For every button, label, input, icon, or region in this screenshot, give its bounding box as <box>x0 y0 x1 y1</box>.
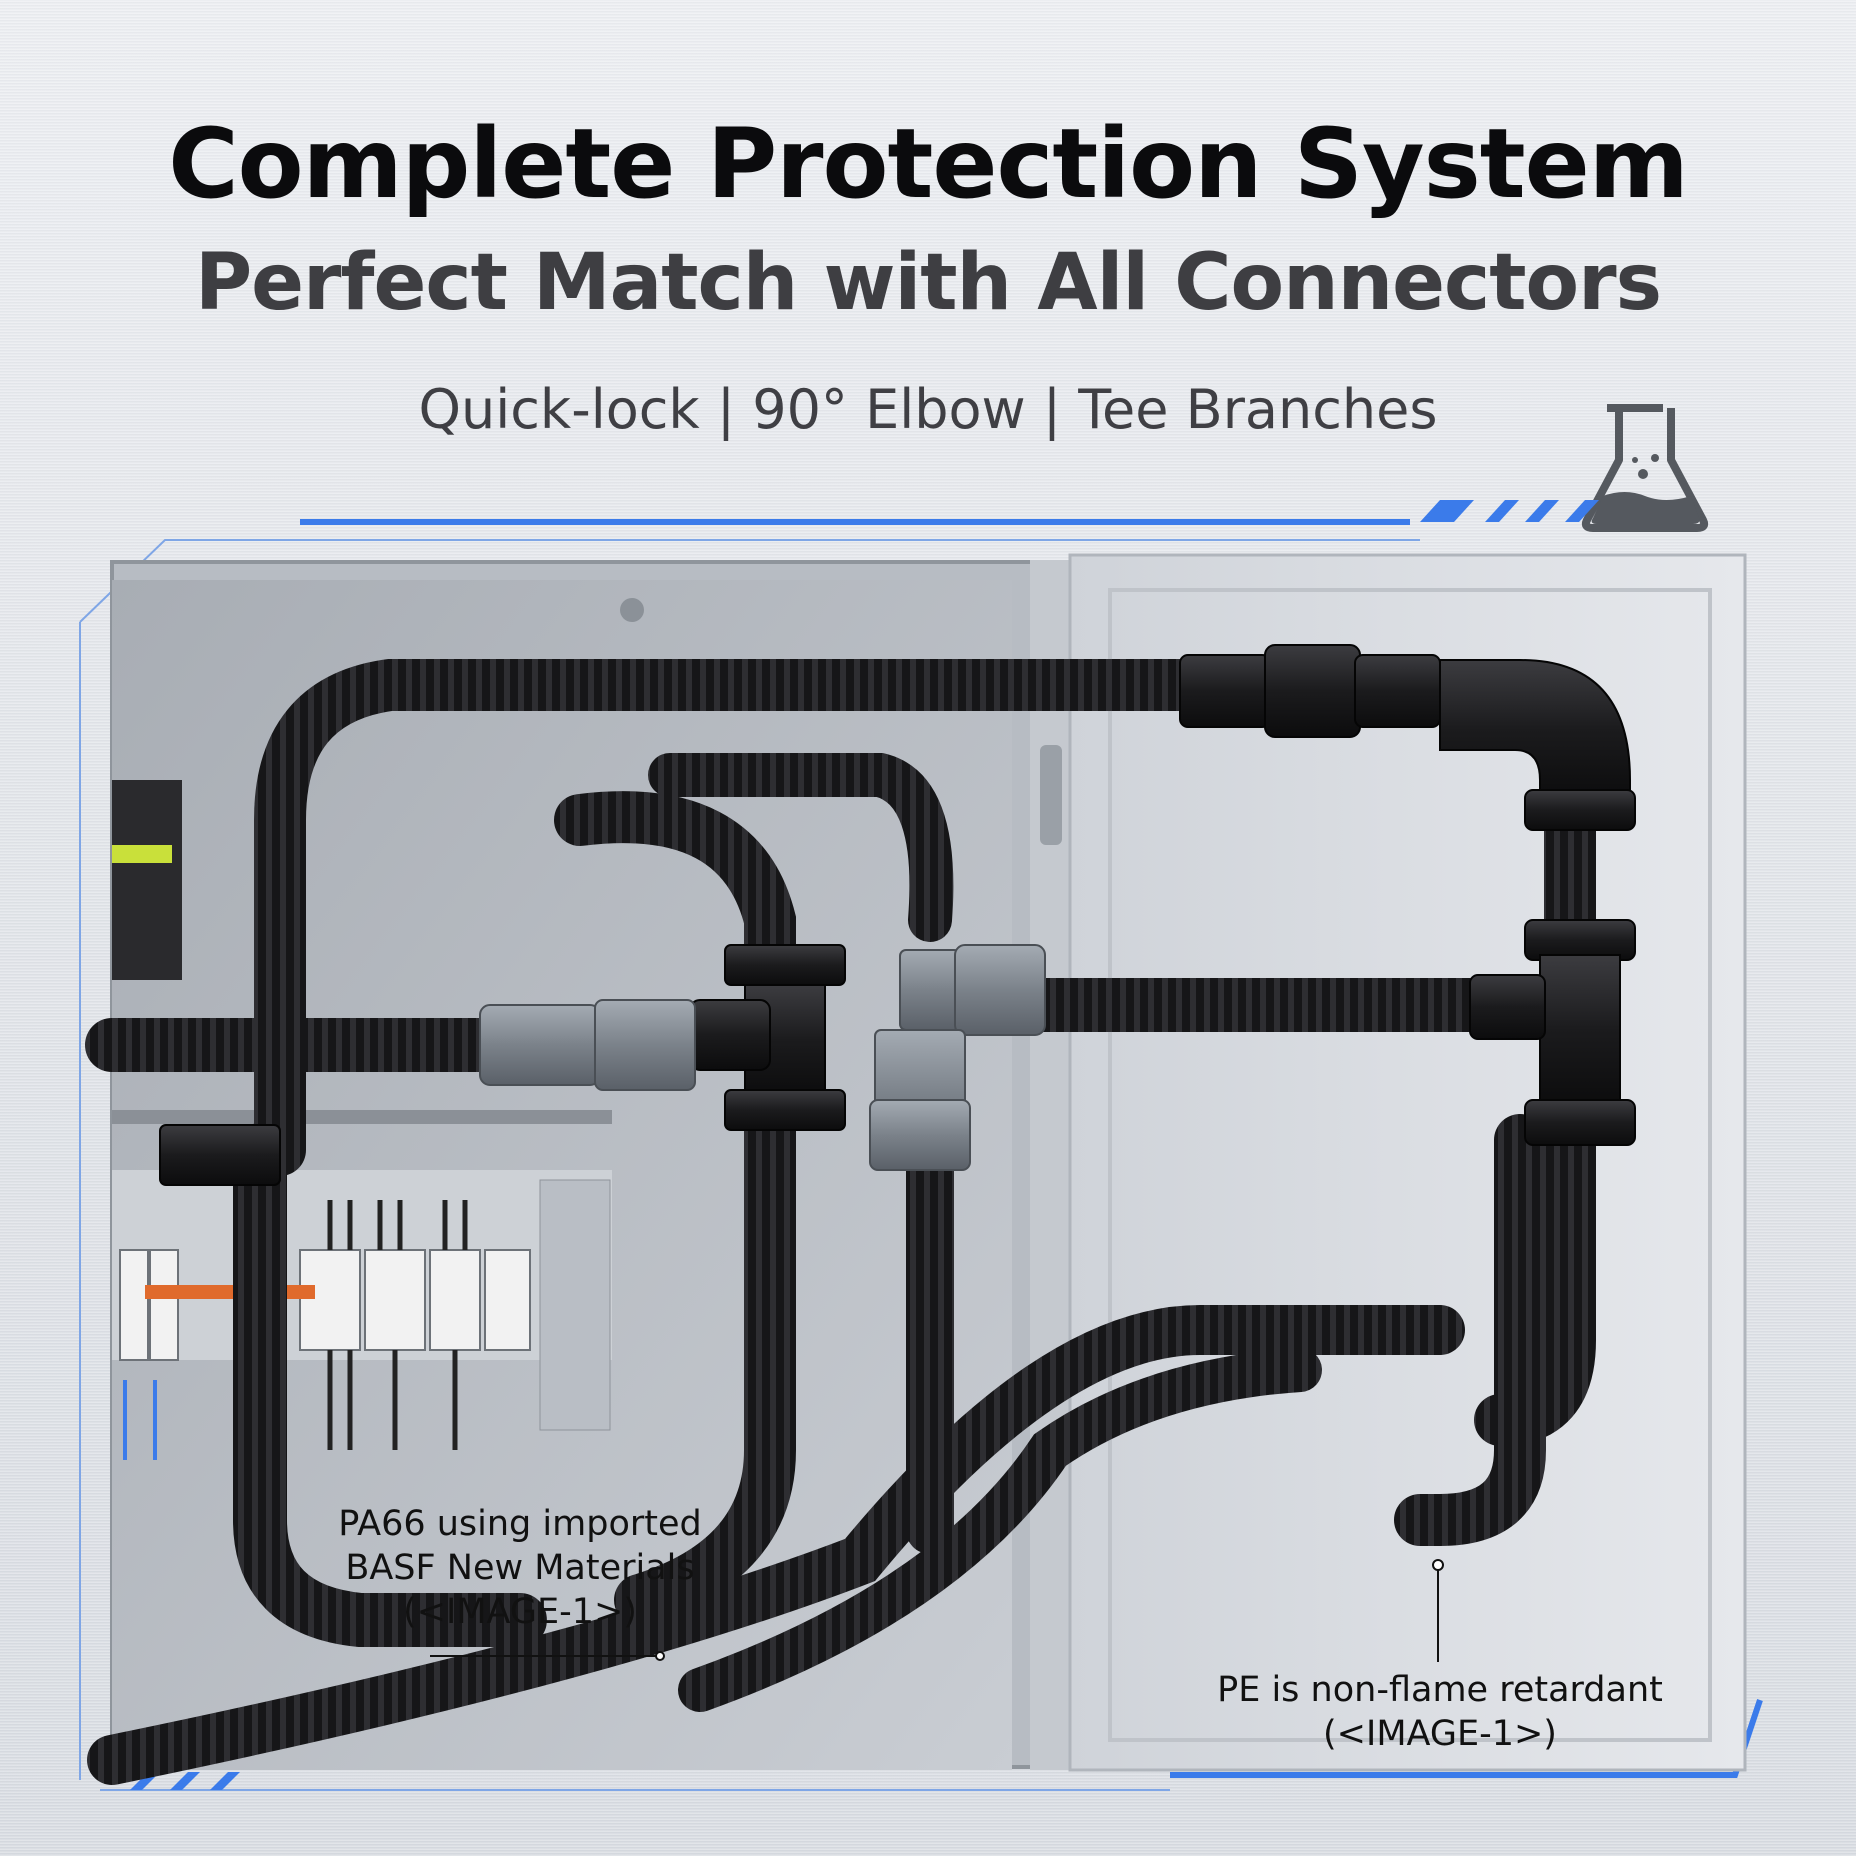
breaker-panel <box>112 780 612 1460</box>
callout-pe-line-2: (<IMAGE-1>) <box>1323 1714 1557 1754</box>
callout-pa66-material: PA66 using imported BASF New Materials (… <box>280 1502 760 1634</box>
callout-pa66-line-3: (<IMAGE-1>) <box>403 1592 637 1632</box>
page-title: Complete Protection System <box>168 108 1689 220</box>
feature-list: Quick-lock | 90° Elbow | Tee Branches <box>418 378 1438 441</box>
grey-connectors <box>479 944 1046 1171</box>
callout-pe-line-1: PE is non-flame retardant <box>1217 1670 1663 1710</box>
frame-accent <box>79 500 1763 1791</box>
callout-leaders <box>430 1559 1444 1662</box>
page-subtitle: Perfect Match with All Connectors <box>194 238 1662 328</box>
callout-pa66-line-1: PA66 using imported <box>338 1504 702 1544</box>
callout-pe-material: PE is non-flame retardant (<IMAGE-1>) <box>1130 1668 1750 1756</box>
flask-icon <box>1581 404 1709 532</box>
callout-pa66-line-2: BASF New Materials <box>345 1548 695 1588</box>
